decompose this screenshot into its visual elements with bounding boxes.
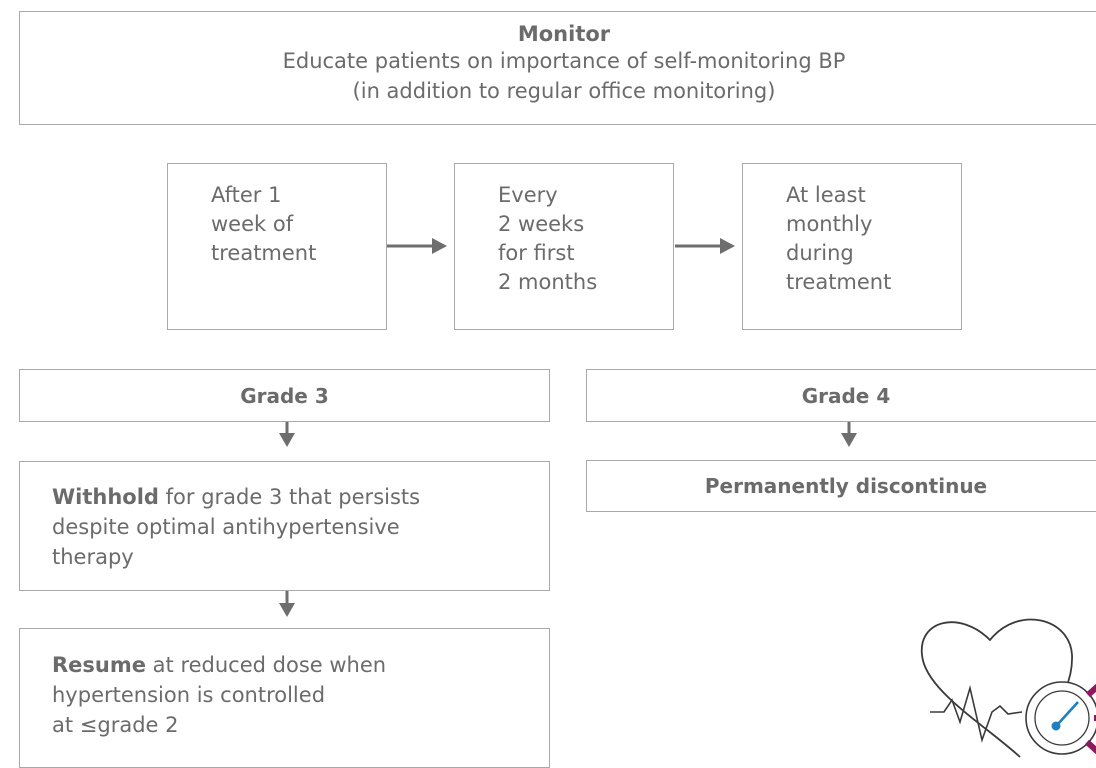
step-1-line: After 1: [211, 183, 282, 207]
resume-box: Resume at reduced dose when hypertension…: [19, 628, 550, 768]
grade-3-title: Grade 3: [240, 384, 329, 408]
monitor-title: Monitor: [517, 22, 611, 46]
grade-4-box: Grade 4: [586, 369, 1096, 422]
permanently-discontinue-text: Permanently discontinue: [704, 474, 988, 498]
permanently-discontinue-box: Permanently discontinue: [586, 460, 1096, 512]
step-1-line: week of: [211, 212, 294, 236]
grade-4-title: Grade 4: [801, 384, 891, 408]
withhold-line-1: Withhold for grade 3 that persists: [52, 482, 549, 512]
monitor-line-1: Educate patients on importance of self-m…: [282, 49, 846, 73]
step-2-line: 2 weeks: [498, 212, 585, 236]
resume-line-1: Resume at reduced dose when: [52, 650, 549, 680]
arrow-down-grade3: [279, 422, 295, 447]
withhold-bold: Withhold: [52, 485, 159, 509]
step-2-line: 2 months: [498, 270, 598, 294]
heart-monitor-icon: [921, 618, 1096, 758]
step-after-1-week: After 1 week of treatment: [167, 163, 387, 330]
arrow-down-grade4: [841, 422, 857, 447]
step-3-line: monthly: [786, 212, 873, 236]
resume-line-2: hypertension is controlled: [52, 683, 326, 707]
step-2-line: for first: [498, 241, 575, 265]
arrow-down-withhold: [279, 591, 295, 617]
withhold-line-3: therapy: [52, 545, 134, 569]
resume-bold: Resume: [52, 653, 146, 677]
monitor-box: Monitor Educate patients on importance o…: [19, 11, 1096, 125]
step-3-line: treatment: [786, 270, 892, 294]
arrow-right-1: [387, 238, 447, 254]
step-every-2-weeks: Every 2 weeks for first 2 months: [454, 163, 674, 330]
step-1-line: treatment: [211, 241, 317, 265]
arrow-right-2: [675, 238, 735, 254]
step-2-line: Every: [498, 183, 558, 207]
withhold-box: Withhold for grade 3 that persists despi…: [19, 461, 550, 591]
grade-3-box: Grade 3: [19, 369, 550, 422]
withhold-text: for grade 3 that persists: [158, 485, 421, 509]
step-3-line: during: [786, 241, 854, 265]
step-at-least-monthly: At least monthly during treatment: [742, 163, 962, 330]
step-3-line: At least: [786, 183, 866, 207]
monitor-line-2: (in addition to regular office monitorin…: [352, 79, 776, 103]
resume-text: at reduced dose when: [146, 653, 387, 677]
resume-line-3: at ≤grade 2: [52, 713, 179, 737]
withhold-line-2: despite optimal antihypertensive: [52, 515, 400, 539]
